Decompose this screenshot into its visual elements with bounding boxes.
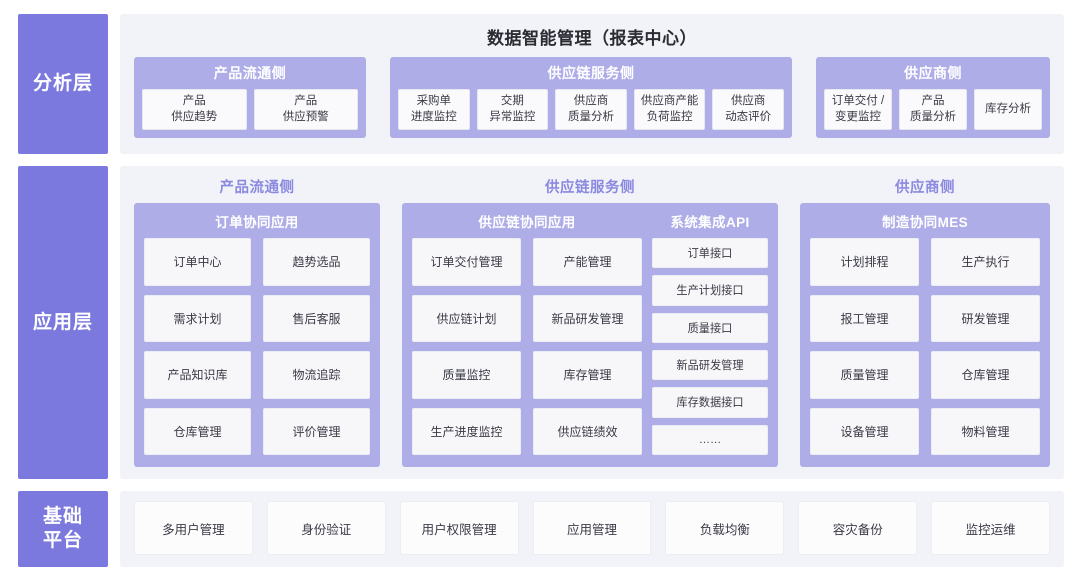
app-tile[interactable]: 生产执行 xyxy=(931,238,1040,286)
analysis-groups: 产品流通侧 产品 供应趋势 产品 供应预警 供应链服务侧 采购单 进度监控 交期… xyxy=(134,57,1050,139)
app-tile[interactable]: 报工管理 xyxy=(810,294,919,342)
app-column-heading: 供应商侧 xyxy=(895,180,955,196)
app-column-supplier: 供应商侧 制造协同MES 计划排程 生产执行 报工管理 研发管理 质量管理 仓库… xyxy=(800,176,1050,467)
app-tile-more[interactable]: …… xyxy=(652,424,768,455)
analysis-group-supply-chain-service: 供应链服务侧 采购单 进度监控 交期 异常监控 供应商 质量分析 供应商产能 负… xyxy=(390,57,792,139)
app-tile-grid: 订单中心 趋势选品 需求计划 售后客服 产品知识库 物流追踪 仓库管理 评价管理 xyxy=(144,238,370,455)
app-subgroup-supply-chain-collaboration: 供应链协同应用 订单交付管理 产能管理 供应链计划 新品研发管理 质量监控 库存… xyxy=(412,211,642,455)
layer-tab-base-platform: 基础 平台 xyxy=(18,491,108,567)
app-tile[interactable]: 物料管理 xyxy=(931,407,1040,455)
base-layer-row: 基础 平台 多用户管理 身份验证 用户权限管理 应用管理 负载均衡 容灾备份 监… xyxy=(18,491,1064,567)
application-layer-body: 产品流通侧 订单协同应用 订单中心 趋势选品 需求计划 售后客服 产品知识库 物… xyxy=(120,166,1064,479)
app-tile[interactable]: 库存管理 xyxy=(533,351,642,399)
analysis-group-title: 供应链服务侧 xyxy=(547,65,635,81)
app-tile[interactable]: 仓库管理 xyxy=(144,407,251,455)
app-tile[interactable]: 评价管理 xyxy=(263,407,370,455)
analysis-group-items: 订单交付 / 变更监控 产品 质量分析 库存分析 xyxy=(824,89,1042,131)
base-chip[interactable]: 负载均衡 xyxy=(665,501,785,555)
base-chip[interactable]: 多用户管理 xyxy=(134,501,253,555)
base-chip[interactable]: 容灾备份 xyxy=(798,501,918,555)
base-chip[interactable]: 应用管理 xyxy=(532,501,652,555)
app-column-supply-chain-service: 供应链服务侧 供应链协同应用 订单交付管理 产能管理 供应链计划 新品研发管理 … xyxy=(402,176,778,467)
analysis-chip[interactable]: 供应商 动态评价 xyxy=(712,89,784,131)
analysis-layer-row: 分析层 数据智能管理（报表中心） 产品流通侧 产品 供应趋势 产品 供应预警 供… xyxy=(18,14,1064,154)
app-tile[interactable]: 计划排程 xyxy=(810,238,919,286)
app-subgroup-title: 制造协同MES xyxy=(881,215,969,230)
app-tile[interactable]: 生产进度监控 xyxy=(412,407,521,455)
analysis-chip[interactable]: 产品 供应趋势 xyxy=(142,89,247,131)
app-tile-grid: 计划排程 生产执行 报工管理 研发管理 质量管理 仓库管理 设备管理 物料管理 xyxy=(810,238,1040,455)
app-tile[interactable]: 产能管理 xyxy=(533,238,642,286)
app-panel: 制造协同MES 计划排程 生产执行 报工管理 研发管理 质量管理 仓库管理 设备… xyxy=(800,203,1050,467)
analysis-group-title: 产品流通侧 xyxy=(213,65,287,81)
analysis-group-supplier: 供应商侧 订单交付 / 变更监控 产品 质量分析 库存分析 xyxy=(816,57,1050,139)
analysis-chip[interactable]: 库存分析 xyxy=(974,89,1042,131)
analysis-chip[interactable]: 订单交付 / 变更监控 xyxy=(824,89,892,131)
analysis-chip[interactable]: 供应商产能 负荷监控 xyxy=(633,89,706,131)
application-layer-row: 应用层 产品流通侧 订单协同应用 订单中心 趋势选品 需求计划 售后客服 xyxy=(18,166,1064,479)
analysis-chip[interactable]: 供应商 质量分析 xyxy=(555,89,627,131)
analysis-group-title: 供应商侧 xyxy=(904,65,962,81)
app-column-product-flow: 产品流通侧 订单协同应用 订单中心 趋势选品 需求计划 售后客服 产品知识库 物… xyxy=(134,176,380,467)
analysis-chip[interactable]: 产品 供应预警 xyxy=(253,89,358,131)
base-chip[interactable]: 监控运维 xyxy=(931,501,1051,555)
analysis-group-items: 产品 供应趋势 产品 供应预警 xyxy=(142,89,358,131)
analysis-chip[interactable]: 交期 异常监控 xyxy=(476,89,549,131)
app-subgroup-system-integration-api: 系统集成API 订单接口 生产计划接口 质量接口 新品研发管理 库存数据接口 …… xyxy=(652,211,768,455)
app-panel: 供应链协同应用 订单交付管理 产能管理 供应链计划 新品研发管理 质量监控 库存… xyxy=(402,203,778,467)
base-layer-body: 多用户管理 身份验证 用户权限管理 应用管理 负载均衡 容灾备份 监控运维 xyxy=(120,491,1064,567)
app-column-heading: 供应链服务侧 xyxy=(545,180,635,196)
app-column-heading: 产品流通侧 xyxy=(219,180,295,196)
app-tile[interactable]: 研发管理 xyxy=(931,294,1040,342)
analysis-chip[interactable]: 采购单 进度监控 xyxy=(398,89,470,131)
app-tile[interactable]: 仓库管理 xyxy=(931,351,1040,399)
base-chip[interactable]: 用户权限管理 xyxy=(399,501,519,555)
app-subgroup-title: 订单协同应用 xyxy=(215,215,299,230)
app-subgroup-title: 供应链协同应用 xyxy=(478,215,576,230)
app-tile[interactable]: 设备管理 xyxy=(810,407,919,455)
app-tile[interactable]: 趋势选品 xyxy=(263,238,370,286)
analysis-group-items: 采购单 进度监控 交期 异常监控 供应商 质量分析 供应商产能 负荷监控 供应商… xyxy=(398,89,784,131)
app-subgroup-order-collaboration: 订单协同应用 订单中心 趋势选品 需求计划 售后客服 产品知识库 物流追踪 仓库… xyxy=(144,211,370,455)
app-tile[interactable]: 新品研发管理 xyxy=(652,350,768,381)
app-tile[interactable]: 生产计划接口 xyxy=(652,275,768,306)
layer-tab-analysis: 分析层 xyxy=(18,14,108,154)
app-tile[interactable]: 质量管理 xyxy=(810,351,919,399)
analysis-group-product-flow: 产品流通侧 产品 供应趋势 产品 供应预警 xyxy=(134,57,366,139)
app-tile[interactable]: 产品知识库 xyxy=(144,351,251,399)
application-columns: 产品流通侧 订单协同应用 订单中心 趋势选品 需求计划 售后客服 产品知识库 物… xyxy=(134,176,1050,467)
app-tile[interactable]: 库存数据接口 xyxy=(652,387,768,418)
app-tile[interactable]: 订单交付管理 xyxy=(412,238,521,286)
base-items: 多用户管理 身份验证 用户权限管理 应用管理 负载均衡 容灾备份 监控运维 xyxy=(134,501,1051,555)
base-chip[interactable]: 身份验证 xyxy=(266,501,386,555)
app-tile[interactable]: 新品研发管理 xyxy=(533,294,642,342)
app-tile[interactable]: 供应链绩效 xyxy=(533,407,642,455)
app-tile[interactable]: 质量监控 xyxy=(412,351,521,399)
app-tile-grid: 订单交付管理 产能管理 供应链计划 新品研发管理 质量监控 库存管理 生产进度监… xyxy=(412,238,642,455)
app-tile[interactable]: 需求计划 xyxy=(144,294,251,342)
app-panel: 订单协同应用 订单中心 趋势选品 需求计划 售后客服 产品知识库 物流追踪 仓库… xyxy=(134,203,380,467)
app-tile-list: 订单接口 生产计划接口 质量接口 新品研发管理 库存数据接口 …… xyxy=(652,238,768,455)
app-subgroup-manufacturing-mes: 制造协同MES 计划排程 生产执行 报工管理 研发管理 质量管理 仓库管理 设备… xyxy=(810,211,1040,455)
app-tile[interactable]: 质量接口 xyxy=(652,312,768,343)
app-tile[interactable]: 供应链计划 xyxy=(412,294,521,342)
analysis-chip[interactable]: 产品 质量分析 xyxy=(899,89,967,131)
app-tile[interactable]: 订单中心 xyxy=(144,238,251,286)
app-subgroup-title: 系统集成API xyxy=(670,215,750,230)
page-title: 数据智能管理（报表中心） xyxy=(487,29,697,48)
app-tile[interactable]: 物流追踪 xyxy=(263,351,370,399)
app-tile[interactable]: 订单接口 xyxy=(652,238,768,269)
analysis-layer-body: 数据智能管理（报表中心） 产品流通侧 产品 供应趋势 产品 供应预警 供应链服务… xyxy=(120,14,1064,154)
app-tile[interactable]: 售后客服 xyxy=(263,294,370,342)
layer-tab-application: 应用层 xyxy=(18,166,108,479)
